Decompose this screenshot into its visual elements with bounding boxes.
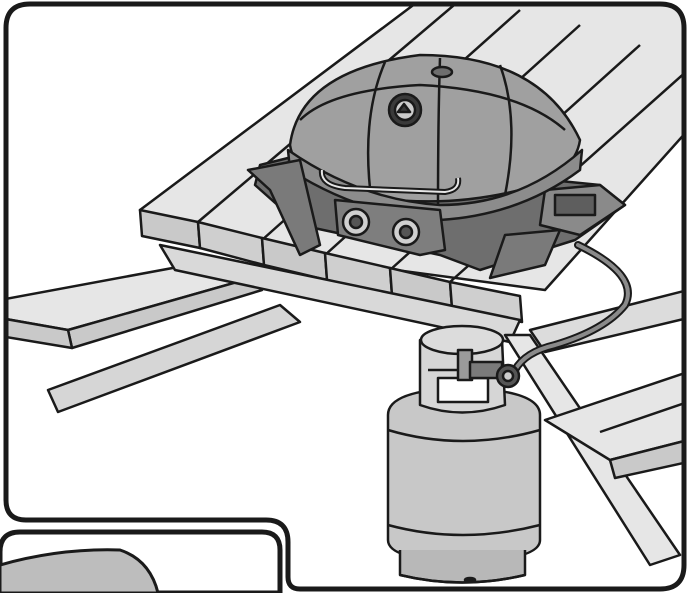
picnic-bench-left <box>6 260 302 414</box>
control-knob-icon[interactable] <box>391 217 421 247</box>
control-knob-icon[interactable] <box>341 207 371 237</box>
inset-panel <box>0 529 283 593</box>
rounded-frame <box>3 1 687 592</box>
propane-tank-icon <box>386 324 542 584</box>
portable-grill-icon <box>246 53 627 280</box>
